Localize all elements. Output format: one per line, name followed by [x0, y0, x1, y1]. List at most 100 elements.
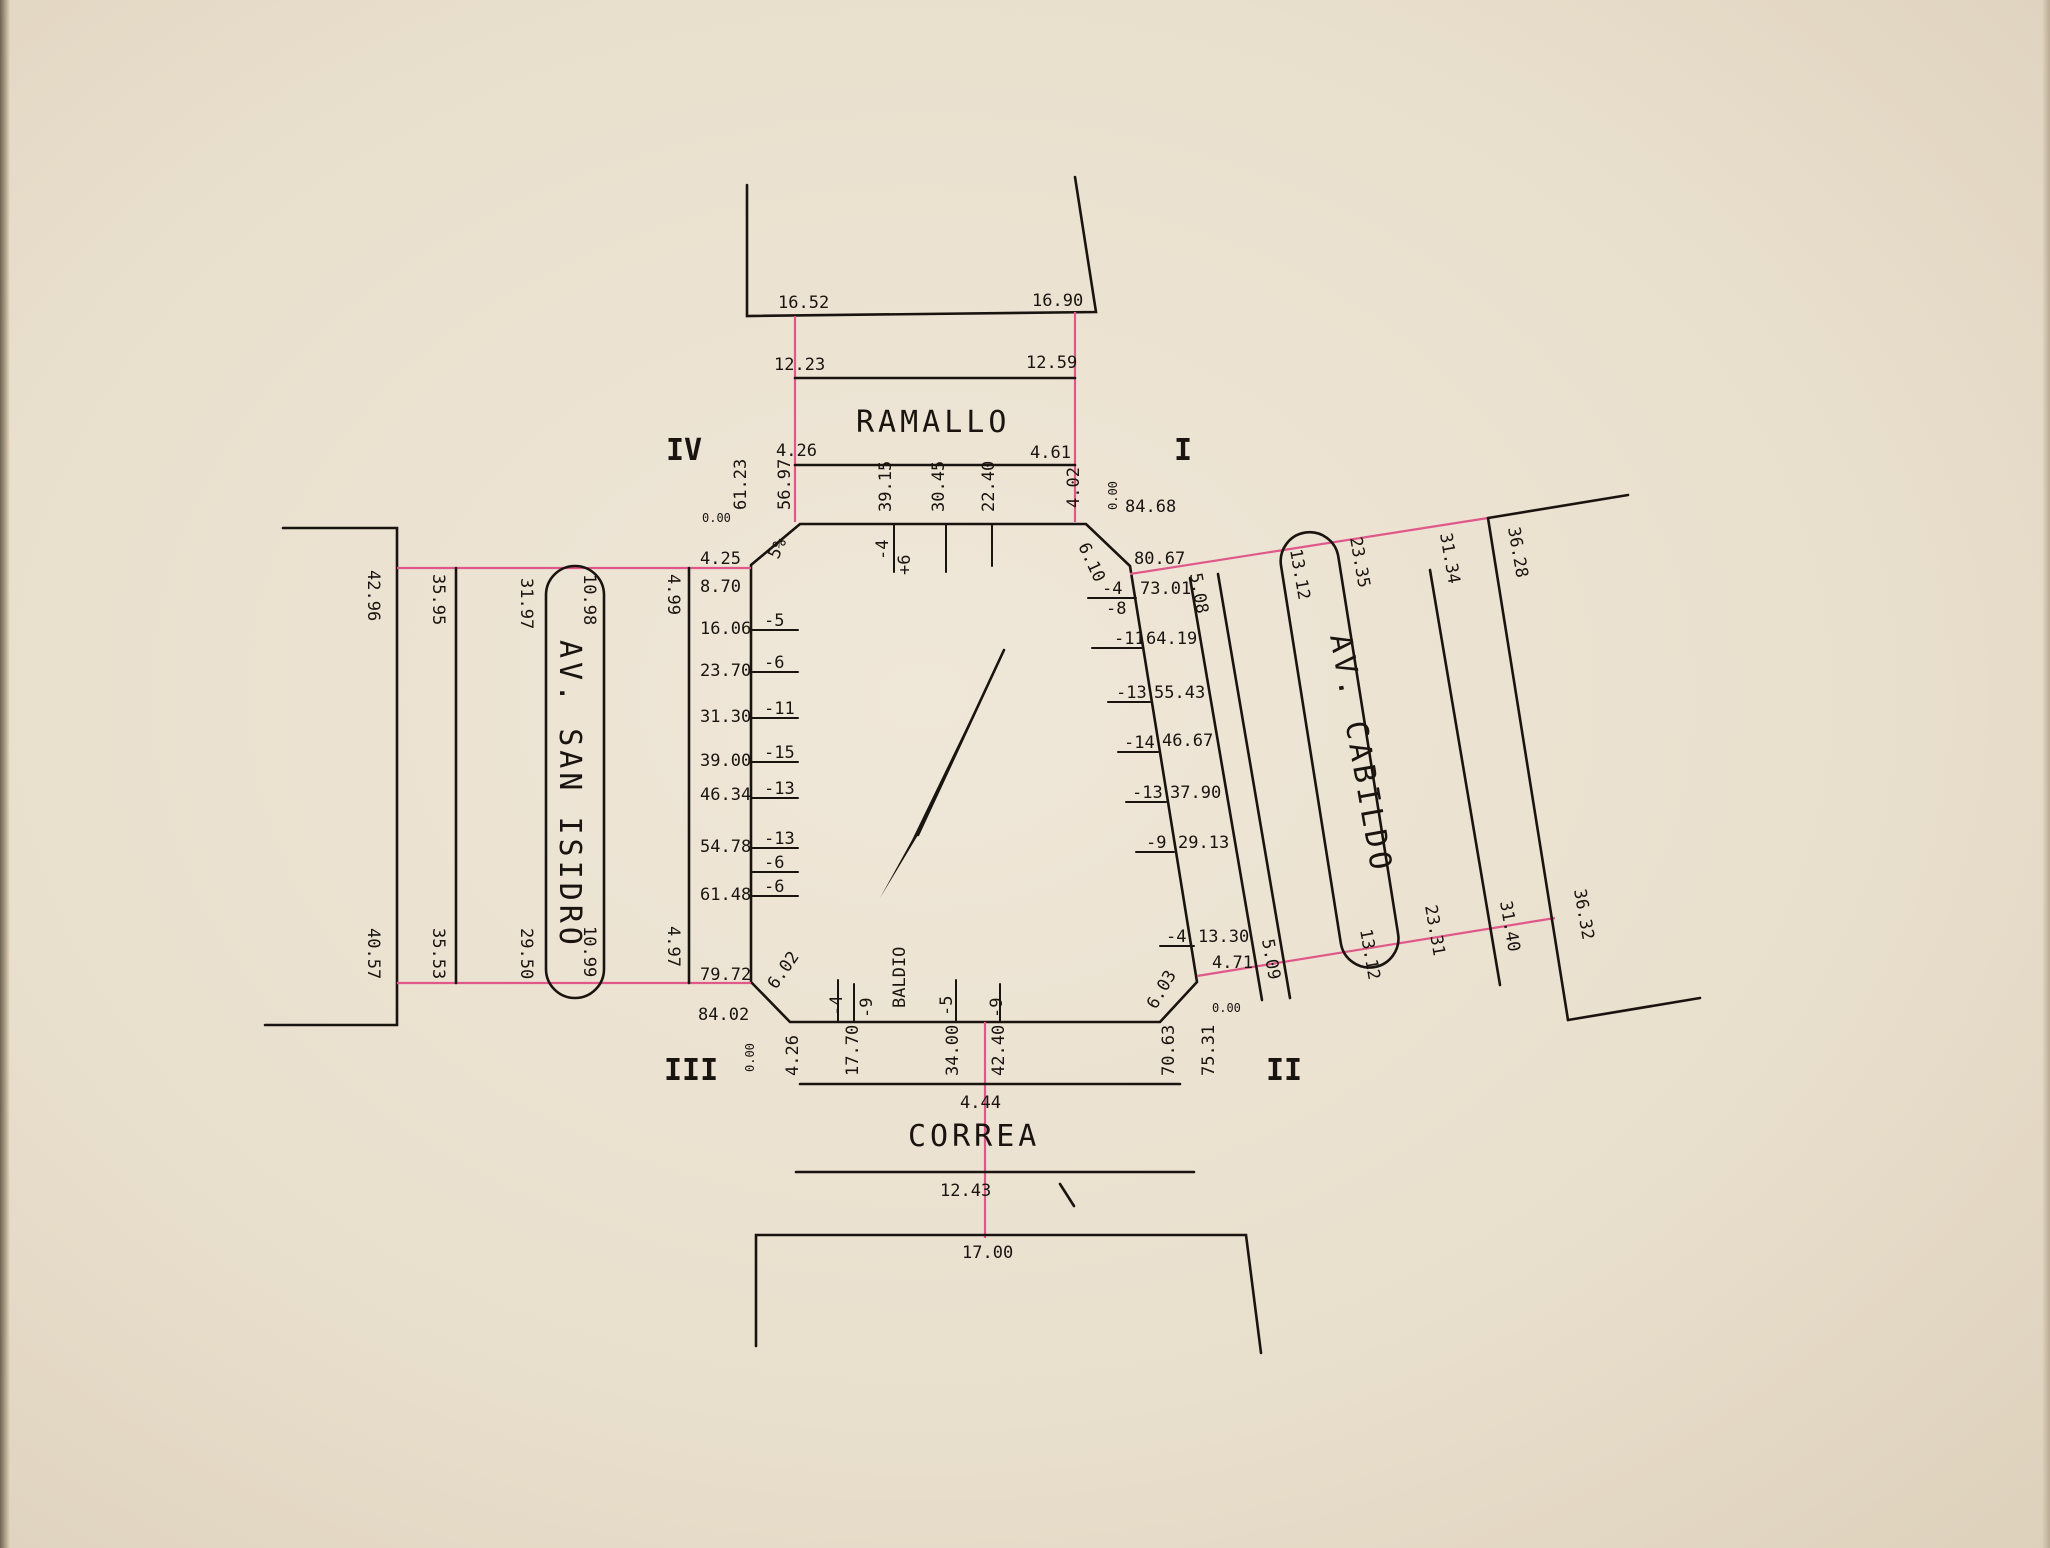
east-chain-8: 4.71 [1212, 953, 1253, 973]
north-far-right: 84.68 [1125, 497, 1176, 517]
south-level-ticks [837, 979, 1001, 1023]
west-inner-top: 31.97 [516, 578, 536, 629]
west-walk-top: 4.99 [663, 574, 683, 615]
north-v-e: 22.40 [979, 461, 999, 512]
east-mid-line [1428, 568, 1502, 987]
east-level-4: -14 [1124, 733, 1155, 753]
east-walk-line-2 [1216, 572, 1292, 1000]
south-outer: 17.00 [962, 1243, 1013, 1263]
east-inner-bottom: 23.31 [1420, 903, 1449, 957]
west-level-1: -6 [764, 653, 784, 673]
west-chain-0: 4.25 [700, 549, 741, 569]
east-chain-6: 29.13 [1178, 833, 1229, 853]
south-chain-2: 34.00 [943, 1025, 963, 1076]
west-outer-bottom: 40.57 [363, 928, 383, 979]
west-inner-bottom: 29.50 [516, 928, 536, 979]
east-outer-top: 36.28 [1503, 525, 1532, 579]
east-level-0: -4 [1102, 579, 1122, 599]
west-chain-1: 8.70 [700, 577, 741, 597]
east-block-bottom [1566, 996, 1702, 1022]
east-outer-bottom: 36.32 [1569, 887, 1598, 941]
south-zero: 0.00 [743, 1043, 757, 1072]
quadrant-iii-label: III [664, 1053, 718, 1088]
south-chain-0: 4.26 [783, 1035, 803, 1076]
west-mid-top: 35.95 [428, 574, 448, 625]
north-low-right-dim: 4.61 [1030, 443, 1071, 463]
north-v-c: 39.15 [876, 461, 896, 512]
north-street: 16.52 16.90 12.23 12.59 4.26 4.61 RAMALL… [702, 175, 1176, 585]
east-level-ticks [1087, 597, 1195, 947]
quadrant-ii-label: II [1266, 1053, 1302, 1088]
west-block-outline [263, 526, 399, 1027]
east-chain-2: 64.19 [1146, 629, 1197, 649]
west-mid-bottom: 35.53 [428, 928, 448, 979]
west-chain-2: 16.06 [700, 619, 751, 639]
north-arrow-shaft [916, 648, 1006, 837]
west-level-5: -13 [764, 829, 795, 849]
west-level-4: -13 [764, 779, 795, 799]
west-chain-7: 54.78 [700, 837, 751, 857]
east-level-5: -13 [1132, 783, 1163, 803]
east-level-7: -4 [1166, 927, 1186, 947]
north-top-left-dim: 16.52 [778, 293, 829, 313]
south-walk: 4.44 [960, 1093, 1001, 1113]
central-block: BALDIO [749, 522, 1199, 1024]
north-mid-right-dim: 12.59 [1026, 353, 1077, 373]
east-zero: 0.00 [1212, 1001, 1241, 1015]
north-pct: 5% [764, 535, 791, 562]
quadrant-iv-label: IV [666, 433, 702, 468]
west-level-3: -15 [764, 743, 795, 763]
west-chain-8: 61.48 [700, 885, 751, 905]
east-inner-top: 23.35 [1345, 535, 1374, 589]
west-level-2: -11 [764, 699, 795, 719]
quadrant-i-label: I [1174, 433, 1192, 468]
pencil-stroke [1058, 1182, 1076, 1208]
west-island-bottom: 10.99 [579, 926, 599, 977]
street-name-west: AV. SAN ISIDRO [552, 640, 587, 949]
east-top-dim-line [1129, 516, 1489, 576]
west-chain-6: 46.34 [700, 785, 751, 805]
south-chain-1: 17.70 [843, 1025, 863, 1076]
street-name-south: CORREA [908, 1119, 1040, 1154]
south-chamfer: 6.02 [764, 948, 804, 993]
south-level-1: -9 [857, 998, 877, 1018]
east-chain-4: 46.67 [1162, 731, 1213, 751]
baldio-label: BALDIO [890, 947, 910, 1008]
west-level-0: -5 [764, 611, 784, 631]
west-level-7: -6 [764, 877, 784, 897]
north-v-d: 30.45 [929, 461, 949, 512]
south-block-outline [754, 1233, 1263, 1355]
east-chain-3: 55.43 [1154, 683, 1205, 703]
east-chain-7: 13.30 [1198, 927, 1249, 947]
east-median-island [1279, 530, 1400, 969]
west-level-ticks [750, 629, 799, 897]
north-level-b: +6 [895, 555, 915, 575]
north-mid-left-dim: 12.23 [774, 355, 825, 375]
south-level-3: -9 [987, 998, 1007, 1018]
west-chain-9: 79.72 [700, 965, 751, 985]
west-chain-4: 31.30 [700, 707, 751, 727]
north-low-left-dim: 4.26 [776, 441, 817, 461]
north-zero-right: 0.00 [1106, 481, 1120, 510]
east-level-3: -13 [1116, 683, 1147, 703]
north-v-a: 61.23 [731, 459, 751, 510]
west-island-top: 10.98 [579, 574, 599, 625]
west-median-island [544, 564, 606, 1000]
west-chain-10: 84.02 [698, 1005, 749, 1025]
south-level-2: -5 [937, 996, 957, 1016]
west-chain-5: 39.00 [700, 751, 751, 771]
south-chain-3: 42.40 [989, 1025, 1009, 1076]
west-level-6: -6 [764, 853, 784, 873]
east-mid-bottom: 31.40 [1495, 899, 1524, 953]
east-chain-5: 37.90 [1170, 783, 1221, 803]
east-chain-0: 80.67 [1134, 549, 1185, 569]
chamfer-nw [750, 523, 801, 566]
south-chain-4: 70.63 [1159, 1025, 1179, 1076]
east-walk-line [1188, 576, 1264, 1002]
east-block-top [1486, 493, 1630, 520]
north-zero-left: 0.00 [702, 511, 731, 525]
east-island-bottom: 13.12 [1355, 927, 1384, 981]
east-mid-top: 31.34 [1435, 531, 1464, 585]
